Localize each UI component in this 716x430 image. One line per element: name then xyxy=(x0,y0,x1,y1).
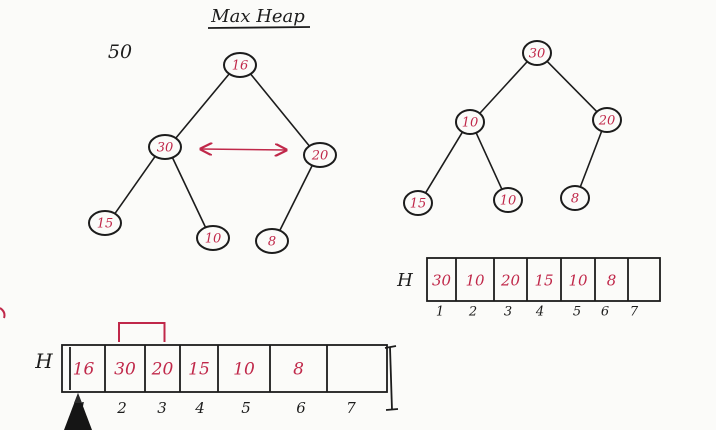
right-array-cell-value: 20 xyxy=(500,272,521,290)
left-tree-node-circle xyxy=(88,210,122,236)
right-tree-node: 30 xyxy=(522,40,552,66)
right-tree-edge xyxy=(475,132,503,190)
right-array-frame xyxy=(426,257,661,302)
right-array-index: 3 xyxy=(504,305,512,320)
left-tree-node: 20 xyxy=(303,142,337,168)
left-tree-node-value: 20 xyxy=(311,149,329,164)
right-tree-node-circle xyxy=(522,40,552,66)
left-tree-node-value: 10 xyxy=(205,232,222,247)
right-tree-node-circle xyxy=(493,187,523,213)
right-tree-nodes: 30 10 20 15 10 8 xyxy=(403,40,622,216)
right-tree-edge xyxy=(424,131,464,194)
right-array-indices: 1 2 3 4 5 6 7 xyxy=(436,305,639,320)
left-array-cell-value: 10 xyxy=(233,360,255,380)
left-array-cell-value: 15 xyxy=(188,360,210,380)
right-tree-node: 20 xyxy=(592,107,622,133)
right-array-cell-value: 30 xyxy=(432,272,452,290)
right-tree-node-value: 30 xyxy=(529,47,546,62)
swap-bracket xyxy=(118,322,166,342)
left-array-index: 2 xyxy=(116,399,127,417)
right-tree-node: 8 xyxy=(560,185,590,211)
left-array-index: 7 xyxy=(346,399,356,417)
marker-pen xyxy=(64,393,92,430)
left-tree-node: 8 xyxy=(255,228,289,254)
right-tree-node-circle xyxy=(455,109,485,135)
left-tree-edges xyxy=(114,73,313,231)
right-array-cell-value: 10 xyxy=(465,272,485,290)
right-array: H 30 10 20 15 10 8 1 2 3 4 5 6 7 xyxy=(396,257,661,320)
right-array-index: 7 xyxy=(630,305,639,320)
left-array-cell-value: 20 xyxy=(151,360,174,380)
right-tree-edge xyxy=(546,60,598,113)
array-end-cap-top xyxy=(384,345,397,349)
right-array-index: 2 xyxy=(468,305,477,320)
left-tree-node-value: 30 xyxy=(157,141,174,156)
right-tree-node-value: 10 xyxy=(462,116,479,131)
right-tree-node-circle xyxy=(403,190,433,216)
left-array-index: 4 xyxy=(194,399,205,417)
left-tree-node: 10 xyxy=(196,225,230,251)
left-tree-node-circle xyxy=(223,52,257,78)
left-array-index: 3 xyxy=(157,399,167,417)
left-tree-edge xyxy=(175,73,230,139)
right-tree-edges xyxy=(424,60,603,194)
right-tree-node-value: 8 xyxy=(571,192,579,207)
inserted-value: 50 xyxy=(108,41,132,63)
left-tree-nodes: 16 30 20 15 10 8 xyxy=(88,52,337,254)
left-tree-edge xyxy=(250,73,310,147)
right-tree-node: 10 xyxy=(493,187,523,213)
left-tree-edge xyxy=(114,155,156,215)
right-array-cells: 30 10 20 15 10 8 xyxy=(426,257,661,302)
left-tree-node-value: 8 xyxy=(268,235,276,250)
right-tree-node: 10 xyxy=(455,109,485,135)
left-array-label: H xyxy=(34,349,53,373)
right-tree-edge xyxy=(479,61,528,114)
left-tree-node-circle xyxy=(255,228,289,254)
left-tree-node: 15 xyxy=(88,210,122,236)
left-tree-edge xyxy=(279,165,313,231)
title-underline xyxy=(207,26,311,29)
right-tree-node-circle xyxy=(592,107,622,133)
left-array-frame xyxy=(61,344,388,393)
right-array-index: 4 xyxy=(535,305,544,320)
left-tree-node-value: 16 xyxy=(232,59,249,74)
diagram-title: Max Heap xyxy=(210,6,305,27)
right-array-index: 1 xyxy=(436,305,444,320)
left-array-index: 6 xyxy=(296,399,306,417)
right-array-cell-value: 15 xyxy=(534,272,553,290)
right-tree-node-value: 10 xyxy=(500,194,517,209)
left-array-cell-value: 8 xyxy=(293,360,304,380)
left-tree-edge xyxy=(171,157,207,228)
swap-arrow xyxy=(201,149,286,150)
left-array-index: 5 xyxy=(241,399,251,417)
left-tree-node: 16 xyxy=(223,52,257,78)
right-tree-node-value: 20 xyxy=(598,114,616,129)
left-tree-node-circle xyxy=(148,134,182,160)
array-end-cap-bottom xyxy=(385,408,399,411)
right-array-cell-value: 8 xyxy=(607,272,617,290)
right-tree-edge xyxy=(579,130,603,188)
left-tree-node-circle xyxy=(196,225,230,251)
left-tree-node-value: 15 xyxy=(97,217,114,232)
red-mark xyxy=(0,307,6,319)
right-tree-node: 15 xyxy=(403,190,433,216)
right-array-cell-value: 10 xyxy=(568,272,588,290)
left-tree-node: 30 xyxy=(148,134,182,160)
right-tree-node-value: 15 xyxy=(410,197,427,212)
left-array-cell-value: 16 xyxy=(73,360,95,380)
left-tree-node-circle xyxy=(303,142,337,168)
right-array-label: H xyxy=(396,270,413,291)
array-end-bar xyxy=(389,346,393,411)
left-array-cells: 16 30 20 15 10 8 xyxy=(61,344,388,393)
right-array-index: 5 xyxy=(573,305,581,320)
left-tree: 16 30 20 15 10 8 xyxy=(88,52,337,254)
right-tree-node-circle xyxy=(560,185,590,211)
right-array-index: 6 xyxy=(601,305,609,320)
right-tree: 30 10 20 15 10 8 xyxy=(403,40,622,216)
left-array-cell-value: 30 xyxy=(114,360,136,380)
